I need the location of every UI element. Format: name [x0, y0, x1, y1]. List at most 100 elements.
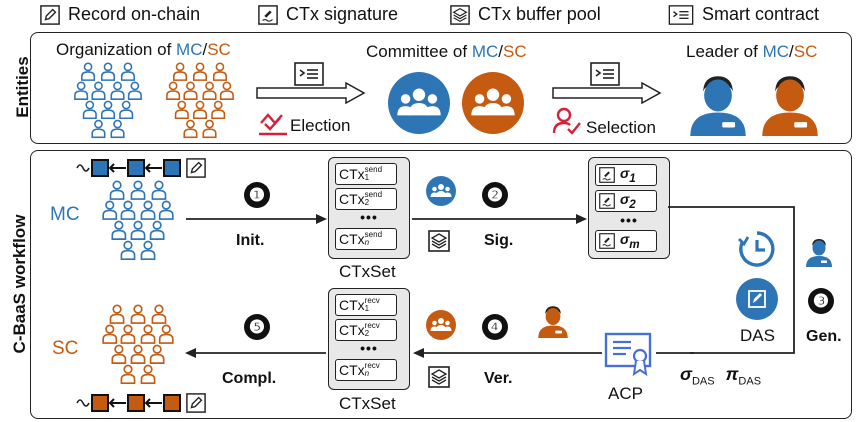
- das-label: DAS: [740, 326, 775, 345]
- signature-icon: [258, 5, 278, 25]
- signature-icon: [599, 167, 615, 183]
- record-icon: [40, 5, 60, 25]
- slash: /: [202, 40, 208, 59]
- mc-committee-icon: [388, 72, 450, 134]
- ctx-base: CTx: [339, 362, 365, 378]
- sigma: σ: [620, 191, 630, 208]
- legend-buffer-label: CTx buffer pool: [478, 4, 601, 24]
- sigma-das: σ: [680, 364, 692, 384]
- buffer-icon: [428, 366, 450, 388]
- mc-label: MC: [762, 42, 790, 61]
- acp-connector-line: [656, 352, 694, 354]
- ctxset-recv-label: CTxSet: [339, 394, 396, 413]
- pi-das-sub: DAS: [738, 375, 762, 388]
- signature-icon: [599, 233, 615, 249]
- ctx-sub: n: [364, 369, 370, 378]
- sc-organization-group-icon: [158, 62, 242, 140]
- legend-buffer: CTx buffer pool: [450, 4, 601, 25]
- org-prefix: Organization of: [56, 40, 172, 59]
- sc-leader-icon: [758, 72, 822, 136]
- ctx-base: CTx: [339, 231, 365, 247]
- acp-label: ACP: [608, 384, 643, 403]
- slash: /: [498, 42, 504, 61]
- ver-label: Ver.: [484, 370, 513, 387]
- clock-icon: [738, 231, 775, 267]
- compl-arrow: [185, 348, 326, 358]
- ctx-sub: 2: [364, 198, 370, 207]
- sc-blockchain-icon: [76, 393, 206, 413]
- signature-item: σ1: [595, 164, 657, 186]
- workflow-section-label: C-BaaS workflow: [10, 214, 29, 354]
- signature-set-box: σ1 σ2 ••• σm: [588, 157, 670, 259]
- ctx-recv-sup: recv: [364, 321, 380, 330]
- sc-chain: [76, 392, 226, 414]
- sc-committee-icon: [462, 72, 524, 134]
- legend-contract-label: Smart contract: [702, 4, 820, 24]
- ctx-recv-sup: recv: [364, 296, 380, 305]
- compl-label: Compl.: [222, 370, 277, 387]
- legend-signature: CTx signature: [258, 4, 398, 25]
- mc-chain: [76, 157, 226, 179]
- sc-label: SC: [207, 40, 231, 59]
- sigma: σ: [620, 231, 630, 248]
- entities-section-label: Entities: [13, 56, 32, 118]
- step-3-badge: ❸: [808, 288, 834, 314]
- election-label: Election: [290, 116, 351, 135]
- ctx-send-sup: send: [364, 165, 383, 174]
- legend-record-label: Record on-chain: [68, 4, 201, 24]
- ctx-base: CTx: [339, 322, 365, 338]
- ctx-sub: 2: [364, 329, 370, 338]
- sig-label: Sig.: [484, 232, 514, 249]
- step-2-badge: ❷: [482, 182, 508, 208]
- step-5-badge: ❺: [244, 314, 270, 340]
- contract-icon: [668, 5, 694, 25]
- sc-organization-group-icon: [96, 304, 180, 386]
- legend-record: Record on-chain: [40, 4, 200, 25]
- election-arrow: [256, 82, 366, 104]
- ctx-base: CTx: [339, 191, 365, 207]
- ctxset-send-label: CTxSet: [339, 262, 396, 281]
- ctx-dots: •••: [360, 340, 378, 356]
- signature-icon: [599, 193, 615, 209]
- sigma-das-sub: DAS: [691, 375, 715, 388]
- das-pen-icon: [736, 278, 778, 320]
- leader-prefix: Leader of: [686, 42, 758, 61]
- ctx-sub: 1: [364, 173, 370, 182]
- sigma-sub: 1: [629, 171, 636, 185]
- ctx-sub: n: [364, 238, 370, 247]
- signature-item: σm: [595, 230, 657, 252]
- ver-arrow: [413, 348, 602, 358]
- mc-workflow-label: MC: [50, 204, 80, 225]
- ctx-send-sup: send: [364, 190, 383, 199]
- buffer-icon: [428, 230, 450, 252]
- election-check-icon: [258, 110, 288, 136]
- sc-label: SC: [793, 42, 818, 61]
- committee-title: Committee of MC/SC: [366, 42, 527, 62]
- sc-leader-icon: [536, 304, 570, 338]
- selection-person-check-icon: [552, 106, 582, 136]
- das-proof-label: σDAS πDAS: [680, 364, 761, 388]
- mc-organization-group-icon: [66, 62, 150, 140]
- buffer-icon: [450, 5, 470, 25]
- mc-leader-icon: [686, 72, 750, 136]
- sig-arrow: [412, 214, 587, 224]
- signature-item: σ2: [595, 190, 657, 212]
- sig-dots: •••: [620, 212, 638, 228]
- selection-arrow: [552, 82, 662, 104]
- gen-path-line: [668, 206, 795, 354]
- legend-contract: Smart contract: [668, 4, 819, 25]
- ctx-recv-sup: recv: [364, 361, 380, 370]
- init-arrow: [186, 214, 327, 224]
- sigma: σ: [620, 165, 630, 182]
- mc-blockchain-icon: [76, 158, 206, 178]
- sigma-sub: m: [629, 237, 640, 251]
- mc-label: MC: [176, 40, 203, 59]
